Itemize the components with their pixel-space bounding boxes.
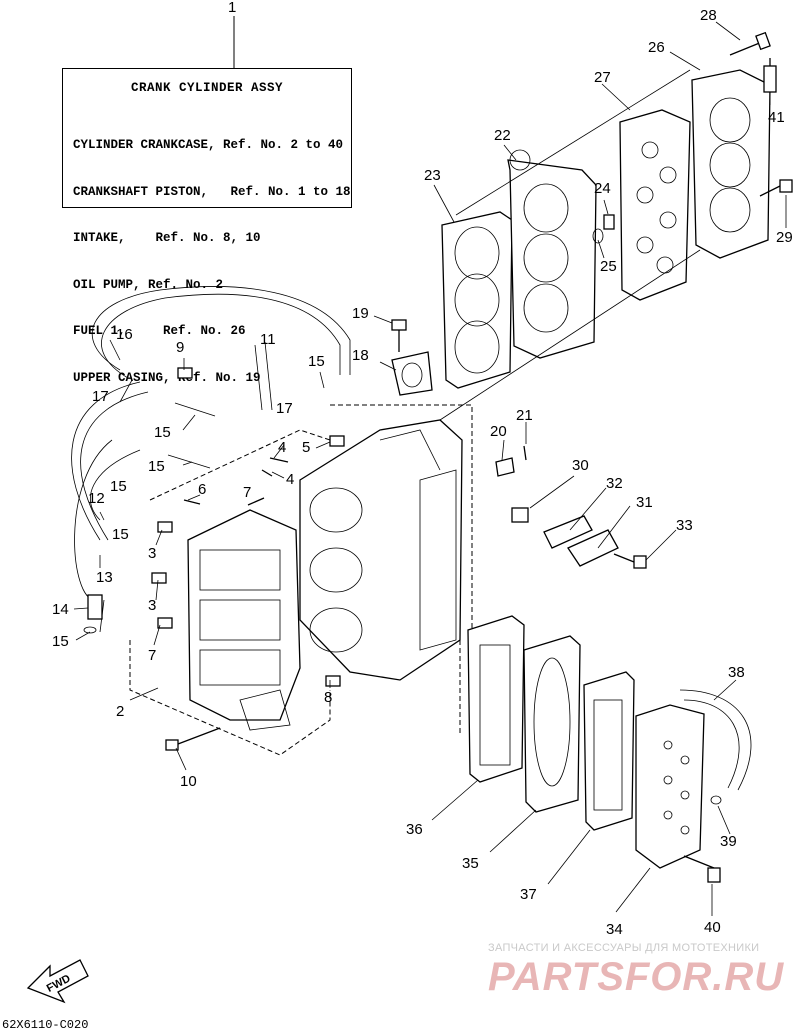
callout-33: 33 [676,517,693,534]
callout-17b: 17 [276,400,293,417]
clamp-18 [391,351,433,396]
gasket-36 [467,615,525,783]
leader-lines [73,21,787,916]
callout-16: 16 [116,326,133,343]
callout-22: 22 [494,127,511,144]
callout-5: 5 [302,439,310,456]
legend-line: CRANKSHAFT PISTON, Ref. No. 1 to 18 [73,184,351,199]
legend-title: CRANK CYLINDER ASSY [130,81,284,95]
callout-35: 35 [462,855,479,872]
callout-4a: 4 [278,439,286,456]
cover-gasket-27 [619,109,691,301]
callout-17a: 17 [92,388,109,405]
callout-7a: 7 [243,484,251,501]
legend-line: INTAKE, Ref. No. 8, 10 [73,231,261,245]
callout-38: 38 [728,664,745,681]
callout-15b: 15 [154,424,171,441]
legend-lines: CYLINDER CRANKCASE, Ref. No. 2 to 40 CRA… [73,107,351,417]
legend-line: OIL PUMP, Ref. No. 2 [73,277,224,292]
callout-15d: 15 [110,478,127,495]
hose-38 [679,689,752,791]
callout-40: 40 [704,919,721,936]
callout-2: 2 [116,703,124,720]
callout-37: 37 [520,886,537,903]
plug-24-25 [592,214,615,244]
bolt-40 [683,855,721,883]
callout-41: 41 [768,109,785,126]
callout-28: 28 [700,7,717,24]
callout-13: 13 [96,569,113,586]
plate-35 [523,635,581,813]
callout-26: 26 [648,39,665,56]
clip-39 [710,795,722,805]
callout-25: 25 [600,258,617,275]
legend-line: FUEL 1, Ref. No. 26 [73,324,246,338]
bolt-19 [391,319,407,352]
callout-19: 19 [352,305,369,322]
legend-box: CRANK CYLINDER ASSY CYLINDER CRANKCASE, … [62,68,352,385]
bolt-33 [613,553,647,569]
callout-23: 23 [424,167,441,184]
callout-7b: 7 [148,647,156,664]
cylinder-head-22 [507,149,597,359]
callout-15c: 15 [148,458,165,475]
fittings [151,367,345,687]
callout-10: 10 [180,773,197,790]
callout-8: 8 [324,689,332,706]
cylinder-block-2 [187,509,301,731]
gasket-32 [543,515,593,549]
watermark-tagline: ЗАПЧАСТИ И АКСЕССУАРЫ ДЛЯ МОТОТЕХНИКИ [488,942,760,954]
callout-15a: 15 [308,353,325,370]
gasket-37 [583,671,635,831]
callout-11: 11 [260,331,276,348]
callout-14: 14 [52,601,69,618]
callout-29: 29 [776,229,793,246]
legend-line: CYLINDER CRANKCASE, Ref. No. 2 to 40 [73,138,344,152]
callout-6: 6 [198,481,206,498]
cover-34 [635,704,705,869]
watermark-logo: PARTSFOR.RU [488,955,785,999]
callout-4b: 4 [286,471,294,488]
callout-15e: 15 [112,526,129,543]
callout-32: 32 [606,475,623,492]
callout-34: 34 [606,921,623,938]
callout-1: 1 [228,0,236,16]
callout-18: 18 [352,347,369,364]
callout-labels: 1 2 3 3 4 4 5 6 7 7 7 8 9 10 11 12 13 14… [52,0,793,938]
fwd-arrow-icon: FWD [26,959,89,1004]
callout-9: 9 [176,339,184,356]
head-cover-26 [691,69,771,259]
sensor-41 [763,58,777,93]
callout-24: 24 [594,180,611,197]
bolt-10 [165,727,221,751]
callout-31: 31 [636,494,653,511]
callout-21: 21 [516,407,533,424]
callout-15f: 15 [52,633,69,650]
bracket-20-21 [495,445,527,477]
callout-12: 12 [88,490,105,507]
plug-30 [511,507,529,523]
bolt-29 [759,179,793,197]
hoses [71,286,351,634]
callout-39: 39 [720,833,737,850]
callout-27: 27 [594,69,611,86]
diagram-code: 62X6110-C020 [2,1018,89,1032]
callout-36: 36 [406,821,423,838]
callout-20: 20 [490,423,507,440]
cover-31 [567,529,619,567]
bolt-28 [729,31,771,56]
callout-3b: 3 [148,597,156,614]
crankcase-body [299,419,463,681]
callout-3a: 3 [148,545,156,562]
gasket-23 [441,211,513,389]
callout-30: 30 [572,457,589,474]
